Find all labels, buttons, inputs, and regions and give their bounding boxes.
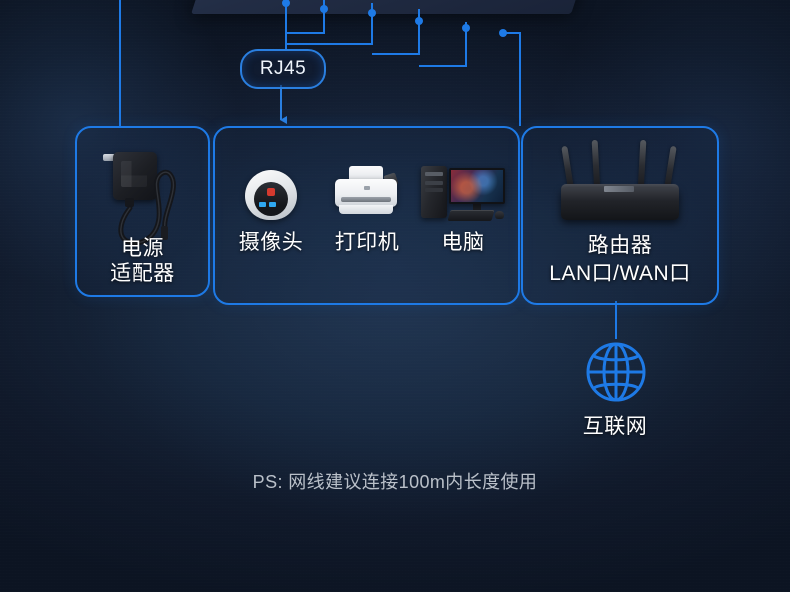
globe-icon bbox=[585, 341, 647, 403]
device-tile-camera[interactable]: 摄像头 bbox=[223, 164, 319, 256]
dome-camera-icon bbox=[239, 164, 303, 224]
network-switch bbox=[191, 0, 636, 34]
printer-output-tray bbox=[339, 205, 393, 214]
adapter-prong bbox=[103, 154, 117, 161]
camera-led bbox=[259, 202, 266, 207]
internet-label: 互联网 bbox=[582, 415, 648, 438]
device-tile-computer[interactable]: 电脑 bbox=[415, 164, 511, 256]
monitor-stand bbox=[473, 204, 481, 210]
printer-output-slot bbox=[341, 197, 391, 202]
device-label-printer: 打印机 bbox=[334, 231, 400, 254]
wifi-router-icon bbox=[555, 138, 685, 224]
desktop-computer-icon bbox=[421, 164, 507, 226]
footnote-text: PS: 网线建议连接100m内长度使用 bbox=[252, 472, 538, 492]
monitor-screen bbox=[451, 170, 503, 202]
background-light-right bbox=[540, 0, 790, 310]
rj45-callout-label: RJ45 bbox=[259, 58, 307, 79]
power-label-line2: 适配器 bbox=[110, 262, 175, 285]
device-tile-printer[interactable]: 打印机 bbox=[319, 164, 415, 256]
power-adapter-icon bbox=[99, 142, 191, 247]
pc-keyboard bbox=[447, 210, 495, 221]
adapter-cable bbox=[118, 169, 176, 246]
device-label-camera: 摄像头 bbox=[238, 231, 304, 254]
group-power-adapter[interactable]: 电源 适配器 bbox=[75, 126, 210, 297]
rj45-callout-badge: RJ45 bbox=[240, 49, 326, 89]
pc-monitor bbox=[449, 168, 505, 204]
group-router[interactable]: 路由器 LAN口/WAN口 bbox=[521, 126, 719, 305]
router-label-line1: 路由器 bbox=[587, 234, 653, 257]
adapter-body bbox=[113, 152, 157, 200]
camera-lens bbox=[254, 182, 288, 216]
adapter-cord-port bbox=[125, 198, 134, 207]
camera-led bbox=[269, 202, 276, 207]
camera-indicator bbox=[267, 188, 275, 196]
printer-paper-feed bbox=[349, 166, 383, 180]
switch-top-surface bbox=[191, 0, 601, 14]
group-connected-devices[interactable]: 摄像头 打印机 bbox=[213, 126, 520, 305]
printer-button bbox=[364, 186, 370, 190]
printer-body bbox=[335, 179, 397, 207]
printer-icon bbox=[333, 164, 401, 222]
device-label-computer: 电脑 bbox=[441, 231, 485, 254]
router-logo bbox=[604, 186, 634, 192]
pc-mouse bbox=[495, 211, 504, 219]
pc-tower bbox=[421, 166, 447, 218]
router-label-line2: LAN口/WAN口 bbox=[549, 262, 691, 285]
power-label-line1: 电源 bbox=[121, 237, 164, 260]
router-body bbox=[561, 188, 679, 220]
